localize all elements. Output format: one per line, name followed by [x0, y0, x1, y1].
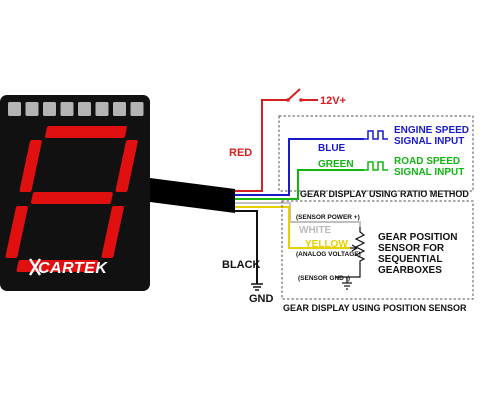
- digit-segment: [31, 192, 113, 204]
- cartek-logo: CARTEK: [28, 258, 108, 277]
- digit-segment: [115, 140, 138, 192]
- ratio-method-box: [278, 115, 474, 192]
- green-wire: [235, 169, 364, 200]
- yellow-wire: [235, 206, 350, 249]
- black-wire: [235, 210, 258, 284]
- ratio-method-label: GEAR DISPLAY USING RATIO METHOD: [300, 189, 469, 199]
- digit-segment: [101, 206, 124, 258]
- shift-led: [60, 102, 74, 116]
- sensor-label-1: GEAR POSITION: [378, 232, 457, 243]
- road-speed-label-2: SIGNAL INPUT: [394, 167, 464, 178]
- sensor-label-3: SEQUENTIAL: [378, 254, 442, 265]
- green-wire-label: GREEN: [318, 159, 354, 170]
- switch-pivot: [286, 98, 290, 102]
- engine-pulse-icon: [364, 130, 388, 140]
- sensor-ground-icon: [342, 277, 352, 290]
- sensor-power-label: (SENSOR POWER +): [296, 214, 360, 221]
- sensor-label-2: SENSOR FOR: [378, 243, 445, 254]
- yellow-wire-label: YELLOW: [305, 239, 348, 250]
- ground-label: GND: [249, 293, 274, 305]
- shift-led: [113, 102, 126, 116]
- cable-sheath: [150, 178, 235, 213]
- shift-led: [43, 102, 56, 116]
- road-pulse-icon: [364, 161, 388, 171]
- analog-voltage-label: (ANALOG VOLTAGE): [296, 251, 361, 258]
- digit-segment: [19, 140, 42, 192]
- engine-speed-label-2: SIGNAL INPUT: [394, 136, 464, 147]
- road-speed-label-1: ROAD SPEED: [394, 156, 460, 167]
- position-sensor-box: [281, 200, 474, 300]
- sensor-gnd-line: [335, 264, 361, 278]
- black-wire-label: BLACK: [222, 259, 261, 271]
- red-wire-label: RED: [229, 147, 252, 159]
- engine-speed-label-1: ENGINE SPEED: [394, 125, 469, 136]
- ground-icon: [251, 283, 263, 291]
- sensor-label-4: GEARBOXES: [378, 265, 442, 276]
- shift-led: [8, 102, 21, 116]
- supply-label: 12V+: [320, 95, 346, 107]
- red-wire: [235, 99, 288, 192]
- position-sensor-label: GEAR DISPLAY USING POSITION SENSOR: [283, 303, 467, 313]
- digit-segment: [5, 206, 28, 258]
- shift-led: [25, 102, 39, 116]
- switch-blade: [287, 88, 301, 101]
- shift-led: [130, 102, 144, 116]
- potentiometer-icon: [350, 227, 366, 264]
- shift-led: [95, 102, 109, 116]
- gear-display-unit: CARTEK: [0, 95, 150, 291]
- switch-terminal: [299, 98, 303, 102]
- blue-wire-label: BLUE: [318, 143, 346, 154]
- white-wire-label: WHITE: [299, 225, 332, 236]
- shift-led: [78, 102, 91, 116]
- logo-x-mark: [28, 258, 42, 276]
- logo-text: CARTEK: [38, 260, 108, 277]
- wires: [235, 88, 364, 284]
- shift-leds: [8, 102, 144, 116]
- blue-wire: [235, 138, 364, 196]
- digit-segment: [45, 126, 127, 138]
- sensor-gnd-label: (SENSOR GND -): [298, 275, 350, 282]
